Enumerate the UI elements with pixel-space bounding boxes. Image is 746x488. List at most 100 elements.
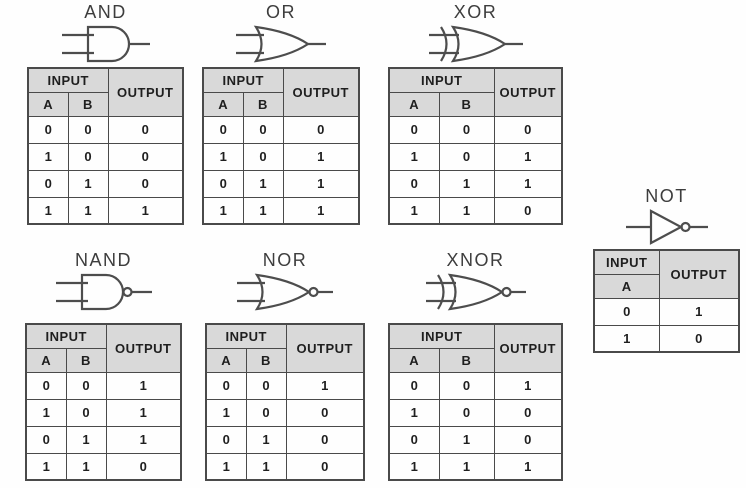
input-header: INPUT — [27, 67, 109, 93]
cell-out: 1 — [105, 398, 182, 427]
cell-out: 0 — [285, 398, 365, 427]
cell-b: 1 — [67, 169, 109, 198]
table-row: 0 1 1 — [388, 169, 563, 198]
col-a-header: A — [202, 91, 244, 117]
cell-a: 1 — [593, 324, 660, 353]
output-header: OUTPUT — [105, 323, 182, 373]
and-gate-icon — [61, 25, 150, 63]
cell-a: 0 — [25, 425, 67, 454]
table-row: 1 1 1 — [27, 196, 184, 225]
xnor-gate-group: XNOR INPUT OUTPUT A B 0 — [388, 250, 563, 481]
col-b-header: B — [438, 91, 495, 117]
col-a-header: A — [25, 347, 67, 373]
cell-out: 0 — [107, 142, 184, 171]
or-gate-title: OR — [266, 2, 296, 22]
cell-b: 0 — [65, 371, 107, 400]
cell-b: 1 — [438, 425, 495, 454]
table-row: 1 1 0 — [25, 452, 182, 481]
cell-a: 1 — [202, 196, 244, 225]
cell-b: 1 — [438, 452, 495, 481]
table-row: 1 0 — [593, 324, 740, 353]
cell-b: 0 — [438, 115, 495, 144]
nor-gate-title: NOR — [262, 250, 308, 270]
col-b-header: B — [65, 347, 107, 373]
cell-b: 1 — [65, 425, 107, 454]
nand-gate-title: NAND — [74, 250, 132, 270]
and-truth-table: INPUT OUTPUT A B 0 0 0 1 0 0 — [27, 67, 184, 225]
cell-b: 1 — [242, 196, 284, 225]
cell-a: 1 — [388, 452, 440, 481]
cell-out: 1 — [493, 452, 563, 481]
table-row: 0 0 1 — [388, 371, 563, 400]
cell-out: 1 — [493, 169, 563, 198]
cell-b: 0 — [242, 142, 284, 171]
cell-b: 0 — [245, 398, 287, 427]
cell-out: 1 — [282, 169, 360, 198]
output-header: OUTPUT — [285, 323, 365, 373]
col-a-header: A — [27, 91, 69, 117]
cell-b: 1 — [245, 425, 287, 454]
and-gate-title: AND — [84, 2, 127, 22]
cell-a: 1 — [27, 142, 69, 171]
col-a-header: A — [388, 91, 440, 117]
col-a-header: A — [593, 273, 660, 299]
col-b-header: B — [438, 347, 495, 373]
table-row: 0 0 1 — [205, 371, 365, 400]
nand-gate-icon — [55, 273, 152, 311]
table-row: 0 0 0 — [202, 115, 360, 144]
cell-b: 0 — [242, 115, 284, 144]
cell-out: 1 — [493, 371, 563, 400]
xor-truth-table: INPUT OUTPUT A B 0 0 0 1 0 1 — [388, 67, 563, 225]
table-row: 1 1 1 — [388, 452, 563, 481]
cell-b: 1 — [242, 169, 284, 198]
table-row: 0 0 1 — [25, 371, 182, 400]
cell-out: 1 — [285, 371, 365, 400]
table-row: 0 1 1 — [202, 169, 360, 198]
cell-a: 0 — [25, 371, 67, 400]
cell-a: 1 — [205, 452, 247, 481]
cell-b: 1 — [67, 196, 109, 225]
input-header: INPUT — [25, 323, 107, 349]
cell-b: 1 — [245, 452, 287, 481]
cell-b: 1 — [65, 452, 107, 481]
cell-b: 0 — [438, 398, 495, 427]
cell-b: 1 — [438, 169, 495, 198]
table-row: 0 1 0 — [388, 425, 563, 454]
col-b-header: B — [67, 91, 109, 117]
output-header: OUTPUT — [493, 67, 563, 117]
table-row: 1 1 0 — [205, 452, 365, 481]
table-row: 0 1 1 — [25, 425, 182, 454]
col-b-header: B — [242, 91, 284, 117]
cell-out: 0 — [107, 115, 184, 144]
not-gate-group: NOT INPUT OUTPUT A 0 1 — [593, 186, 740, 353]
cell-a: 1 — [27, 196, 69, 225]
cell-a: 0 — [205, 371, 247, 400]
xor-gate-group: XOR INPUT OUTPUT A B 0 0 — [388, 2, 563, 225]
output-header: OUTPUT — [282, 67, 360, 117]
cell-out: 0 — [493, 196, 563, 225]
table-row: 1 1 1 — [202, 196, 360, 225]
col-a-header: A — [388, 347, 440, 373]
nor-gate-icon — [237, 273, 333, 311]
table-row: 0 1 0 — [205, 425, 365, 454]
table-row: 1 0 1 — [202, 142, 360, 171]
cell-out: 1 — [282, 142, 360, 171]
col-b-header: B — [245, 347, 287, 373]
table-row: 1 0 0 — [388, 398, 563, 427]
cell-out: 0 — [493, 115, 563, 144]
cell-out: 1 — [282, 196, 360, 225]
or-gate-group: OR INPUT OUTPUT A B 0 0 — [202, 2, 360, 225]
cell-out: 0 — [493, 398, 563, 427]
cell-out: 1 — [105, 425, 182, 454]
cell-a: 1 — [388, 142, 440, 171]
nor-gate-group: NOR INPUT OUTPUT A B 0 0 — [205, 250, 365, 481]
or-gate-icon — [236, 25, 326, 63]
cell-a: 1 — [25, 398, 67, 427]
table-row: 1 0 1 — [388, 142, 563, 171]
xnor-truth-table: INPUT OUTPUT A B 0 0 1 1 0 0 — [388, 323, 563, 481]
output-header: OUTPUT — [658, 249, 740, 299]
cell-a: 1 — [25, 452, 67, 481]
cell-a: 0 — [27, 115, 69, 144]
output-header: OUTPUT — [107, 67, 184, 117]
cell-a: 1 — [388, 196, 440, 225]
